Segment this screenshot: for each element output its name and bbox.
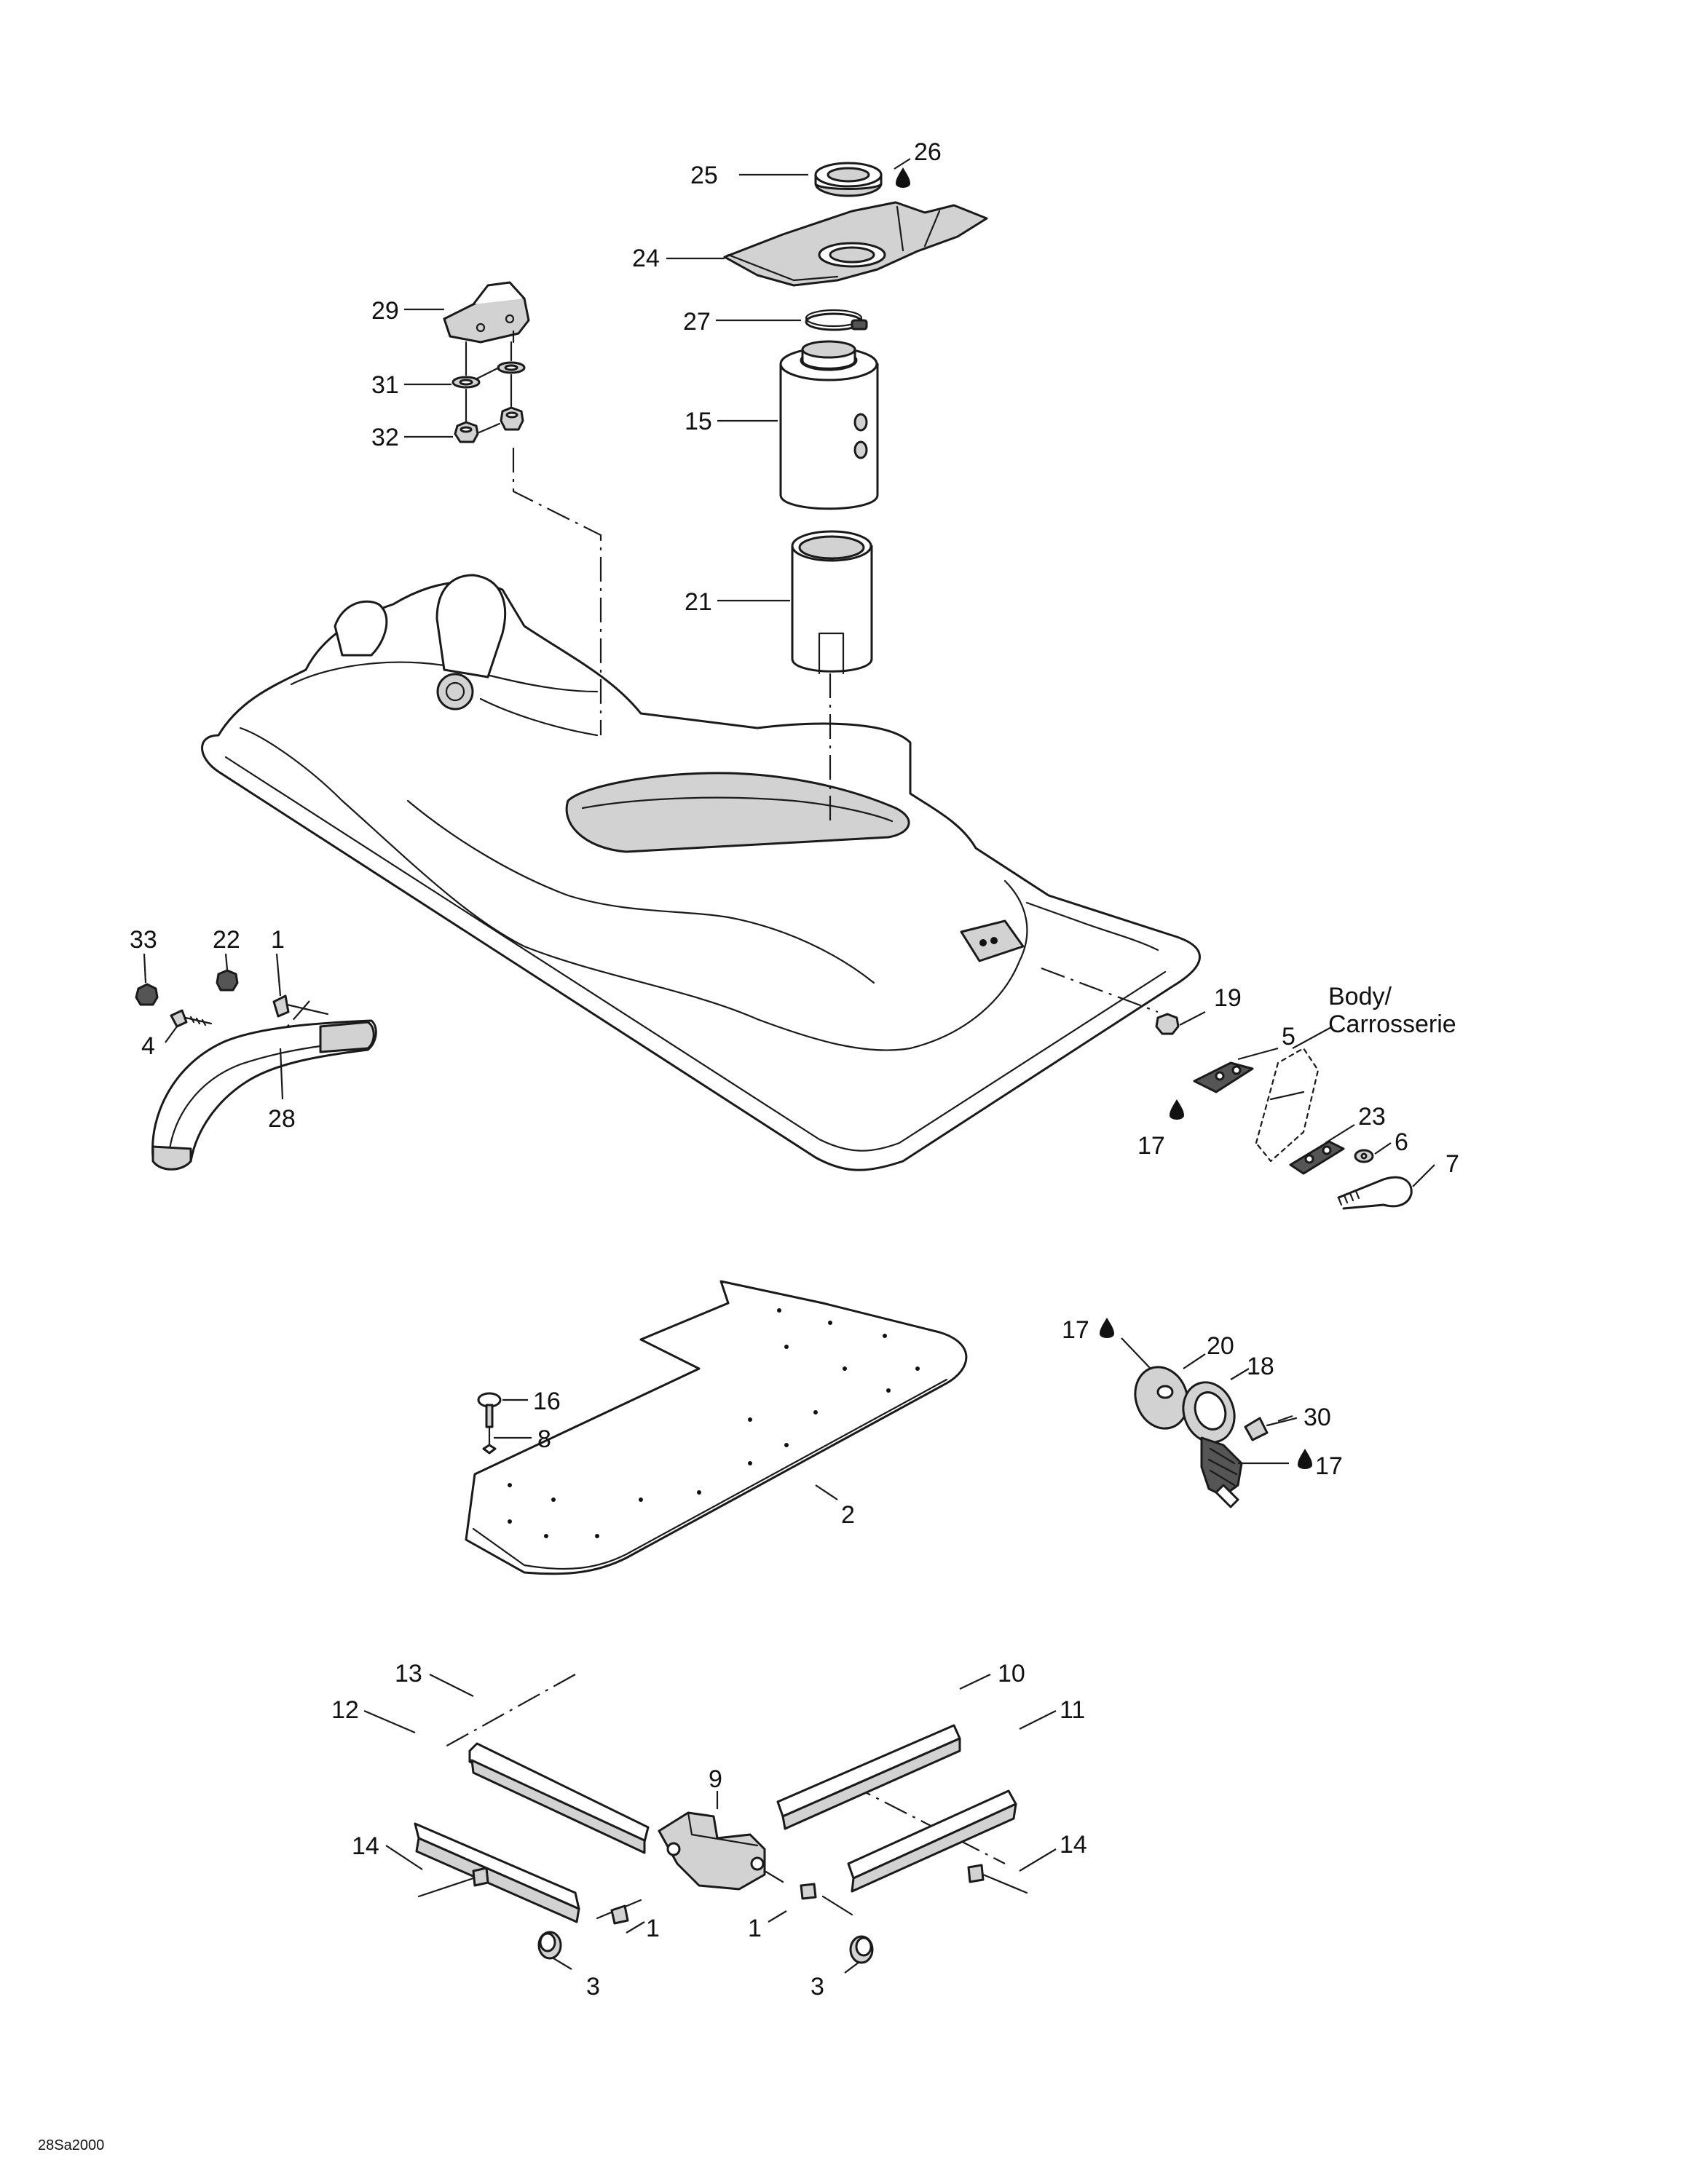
assembly-line-rear (1041, 967, 1159, 1013)
callout-1: 1 (748, 1915, 762, 1942)
handle-rail-part (151, 1019, 377, 1171)
callout-24: 24 (632, 245, 660, 272)
callout-4: 4 (141, 1032, 155, 1060)
callout-23: 23 (1358, 1103, 1386, 1131)
callout-26: 26 (914, 138, 942, 166)
ring-part (814, 162, 883, 197)
rivet-parts (477, 1392, 502, 1455)
callout-21: 21 (685, 588, 712, 616)
callout-14: 14 (1060, 1831, 1087, 1859)
lid-part (723, 201, 988, 287)
trim-11 (847, 1789, 1017, 1893)
clamp-part (805, 309, 868, 331)
tow-hook-part (443, 281, 530, 355)
lubricant-icons (896, 167, 1312, 1469)
assembly-line-left-trim (443, 1674, 576, 1748)
callout-17: 17 (1137, 1132, 1165, 1160)
callout-7: 7 (1446, 1150, 1459, 1178)
assembly-line-right-trim (848, 1783, 1006, 1864)
drop-icon (1100, 1318, 1114, 1338)
callout-27: 27 (683, 308, 711, 336)
container-part (779, 340, 879, 510)
leader-lines (143, 158, 1435, 1974)
callout-19: 19 (1214, 984, 1242, 1012)
callout-10: 10 (998, 1660, 1025, 1688)
hull-body (201, 574, 1201, 1171)
callout-11: 11 (1060, 1696, 1085, 1724)
drop-icon (896, 167, 910, 188)
drop-icon (1298, 1449, 1312, 1469)
callout-3: 3 (811, 1973, 824, 2001)
callout-8: 8 (537, 1425, 551, 1453)
callout-2: 2 (841, 1501, 855, 1529)
callout-14: 14 (352, 1832, 379, 1860)
callout-29: 29 (371, 297, 399, 325)
callout-labels: 25 26 24 27 15 21 29 31 32 33 22 1 4 28 … (130, 138, 1459, 2001)
rear-hardware (1155, 1013, 1413, 1210)
callout-28: 28 (268, 1105, 296, 1133)
body-note: Body/ Carrosserie (1328, 983, 1456, 1038)
nut-parts (454, 373, 524, 443)
body-note-line1: Body/ (1328, 983, 1392, 1010)
assembly-line-hook (512, 448, 602, 735)
drop-icon (1170, 1099, 1184, 1120)
callout-17: 17 (1062, 1316, 1089, 1344)
trim-12 (414, 1822, 580, 1923)
callout-20: 20 (1207, 1332, 1234, 1360)
callout-15: 15 (685, 408, 712, 435)
callout-16: 16 (533, 1388, 561, 1415)
plate-holes (508, 1308, 920, 1538)
trim-10 (776, 1724, 961, 1830)
callout-32: 32 (371, 424, 399, 451)
trim-13 (468, 1742, 650, 1854)
callout-33: 33 (130, 926, 157, 954)
callout-3: 3 (586, 1973, 600, 2001)
callout-12: 12 (331, 1696, 359, 1724)
callout-9: 9 (709, 1765, 722, 1793)
trim-rivets (417, 1864, 1028, 1964)
callout-13: 13 (395, 1660, 422, 1688)
callout-1: 1 (646, 1915, 660, 1942)
callout-6: 6 (1395, 1128, 1408, 1156)
sleeve-part (791, 530, 873, 675)
callout-17: 17 (1315, 1452, 1343, 1480)
rail-fasteners (135, 969, 329, 1028)
callout-31: 31 (371, 371, 399, 399)
washer-parts (451, 341, 526, 389)
callout-22: 22 (213, 926, 240, 954)
corner-9 (658, 1811, 784, 1891)
callout-30: 30 (1304, 1404, 1331, 1431)
callout-1: 1 (271, 926, 285, 954)
body-note-line2: Carrosserie (1328, 1010, 1456, 1038)
callout-18: 18 (1247, 1353, 1274, 1380)
plate-part (465, 1280, 968, 1575)
callout-5: 5 (1282, 1023, 1295, 1051)
callout-25: 25 (690, 162, 718, 189)
drawing-code: 28Sa2000 (38, 2137, 104, 2153)
drain-plug-assembly (1134, 1366, 1298, 1508)
